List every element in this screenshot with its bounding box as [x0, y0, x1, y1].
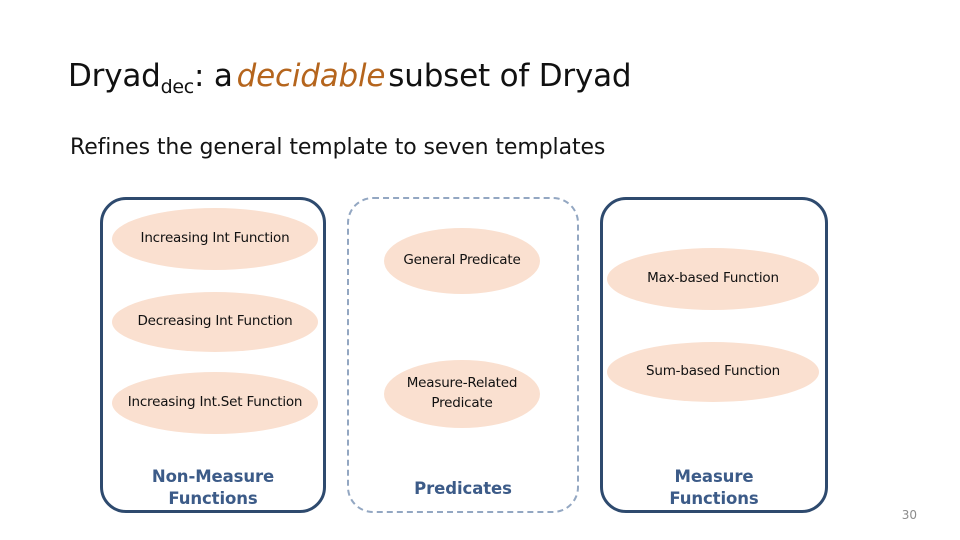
- title-emphasis-text: decidable: [236, 58, 386, 94]
- caption-predicates-line1: Predicates: [414, 479, 512, 498]
- title-subscript: dec: [160, 76, 195, 98]
- title-after-subscript: : a: [193, 58, 233, 94]
- ellipse-general-predicate: General Predicate: [384, 228, 540, 294]
- caption-non-measure-line2: Functions: [168, 488, 258, 508]
- ellipse-measure-related-predicate: Measure-Related Predicate: [384, 360, 540, 428]
- caption-measure-line1: Measure: [674, 467, 754, 486]
- group-box-measure-functions: [600, 197, 828, 513]
- slide-subtitle: Refines the general template to seven te…: [70, 135, 606, 160]
- title-tail-text: subset of Dryad: [388, 58, 632, 94]
- page-number: 30: [901, 508, 917, 522]
- ellipse-decreasing-int-function: Decreasing Int Function: [112, 292, 318, 352]
- caption-non-measure-line1: Non-Measure: [151, 467, 275, 486]
- group-caption-non-measure-functions: Non-Measure Functions: [110, 466, 316, 510]
- ellipse-max-based-function: Max-based Function: [607, 248, 819, 310]
- group-caption-measure-functions: Measure Functions: [610, 466, 818, 510]
- group-box-non-measure-functions: [100, 197, 326, 513]
- ellipse-increasing-intset-function: Increasing Int.Set Function: [112, 372, 318, 434]
- group-box-predicates: [347, 197, 579, 513]
- ellipse-sum-based-function: Sum-based Function: [607, 342, 819, 402]
- ellipse-increasing-int-function: Increasing Int Function: [112, 208, 318, 270]
- measure-related-line1: Measure-Related: [406, 375, 518, 392]
- title-base-text: Dryad: [68, 58, 161, 94]
- group-caption-predicates: Predicates: [357, 478, 569, 500]
- measure-related-line2: Predicate: [431, 395, 493, 411]
- caption-measure-line2: Functions: [669, 488, 759, 508]
